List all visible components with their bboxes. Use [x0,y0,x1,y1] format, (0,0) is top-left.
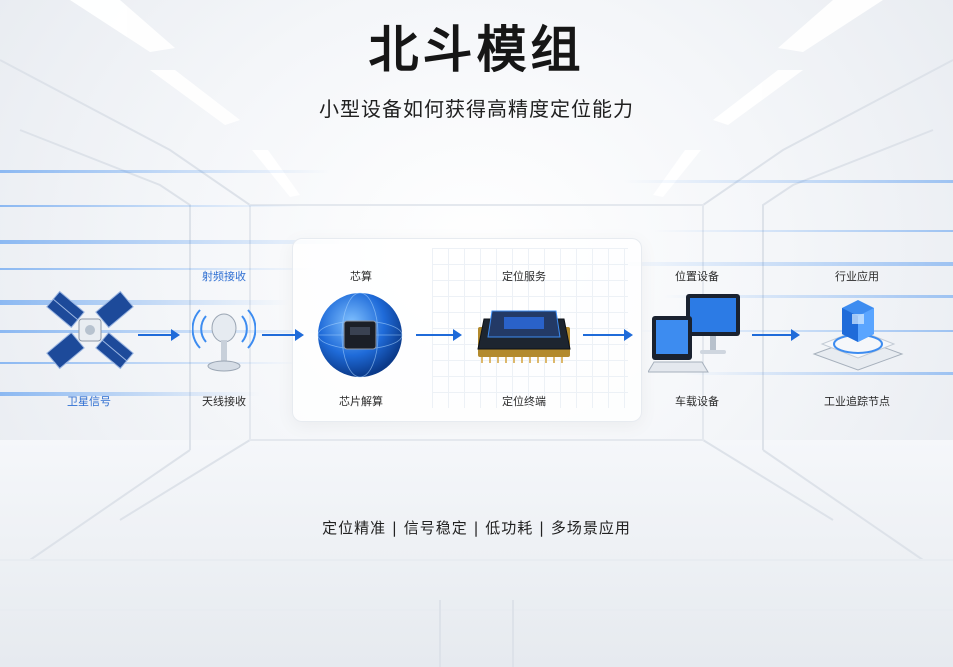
vehicle-top-label: 位置设备 [675,270,719,283]
terminal-bottom-label: 定位终端 [502,395,546,408]
flow-arrow-1 [138,329,180,341]
satellite-icon [46,290,134,370]
antenna-top-label: 射频接收 [202,270,246,283]
industry-bottom-label: 工业追踪节点 [824,395,890,408]
chip-bottom-label: 芯片解算 [339,395,383,408]
satellite-bottom-label: 卫星信号 [67,395,111,408]
devices-icon [648,294,740,373]
flow-arrow-4 [583,329,633,341]
antenna-bottom-label: 天线接收 [202,395,246,408]
flow-arrow-3 [416,329,462,341]
flow-arrow-5 [752,329,800,341]
industrial-node-icon [812,300,904,371]
vehicle-bottom-label: 车载设备 [675,395,719,408]
antenna-icon [192,309,256,372]
terminal-top-label: 定位服务 [502,270,546,283]
chip-top-label: 芯算 [350,270,372,283]
flow-arrow-2 [262,329,304,341]
industry-top-label: 行业应用 [835,270,879,283]
chip-globe-icon [317,292,403,378]
feature-tagline: 定位精准 | 信号稳定 | 低功耗 | 多场景应用 [322,519,631,537]
module-board-icon [477,310,571,363]
page-subtitle: 小型设备如何获得高精度定位能力 [319,97,634,121]
page-title: 北斗模组 [368,21,585,79]
